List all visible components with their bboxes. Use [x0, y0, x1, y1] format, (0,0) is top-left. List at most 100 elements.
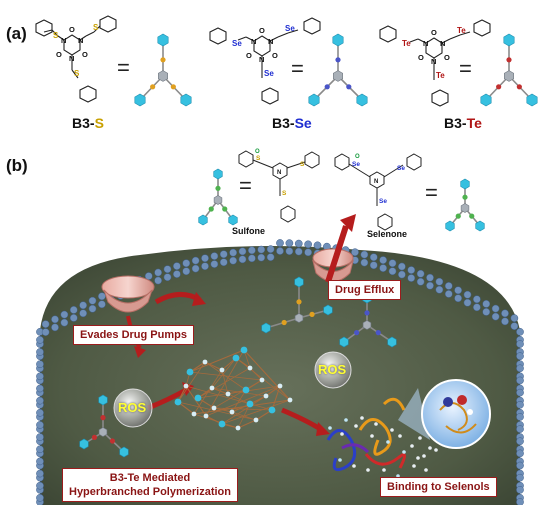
binding-dot	[418, 436, 422, 440]
b3-te-label-o1: O	[431, 28, 437, 37]
membrane-bead	[36, 396, 44, 405]
tripod-selenone-core	[460, 203, 470, 213]
polymer-node	[242, 386, 250, 394]
drug-efflux-arrow	[325, 225, 349, 283]
b3-s-atom-s2: S	[93, 23, 99, 32]
polymer-bond	[205, 349, 245, 417]
cell-interior	[40, 246, 520, 505]
membrane-bead	[398, 262, 406, 271]
binding-dot	[370, 434, 374, 438]
sulfone-atom-n: N	[277, 170, 281, 176]
tripod-cell-se-node	[364, 310, 370, 316]
b3-te-label-o2: O	[444, 53, 450, 62]
membrane-bead	[36, 469, 44, 478]
selenoprotein	[326, 397, 406, 472]
tripod-se-node	[335, 57, 341, 63]
membrane-bead	[426, 273, 434, 282]
membrane-bead	[88, 296, 97, 305]
equals-sign-sulfone: =	[239, 173, 252, 198]
membrane-bead	[285, 239, 294, 247]
b3-te-label-o3: O	[418, 53, 424, 62]
polymer-bond	[197, 385, 281, 399]
membrane-bead	[379, 256, 387, 264]
binding-dots	[328, 416, 438, 478]
membrane-bead	[516, 352, 524, 361]
polymer-bond	[189, 349, 245, 373]
membrane-bead	[516, 449, 524, 458]
membrane-bead	[36, 384, 44, 393]
ros-bubble-left	[113, 388, 153, 428]
binding-dot	[366, 468, 370, 472]
b3-s-element: S	[94, 115, 104, 131]
b3-te-atom-te1: Te	[402, 39, 411, 48]
binding-dot	[374, 422, 378, 426]
tripod-cell-te-core	[98, 427, 108, 437]
membrane-bead	[510, 314, 519, 322]
membrane-bead	[369, 253, 378, 262]
panel-a-structures: N N N O O O N N N O O O N N N O O O S S …	[35, 15, 538, 107]
membrane-bead	[36, 348, 44, 356]
tripod-cell-te-node	[100, 415, 106, 421]
polymer-bond	[227, 393, 251, 405]
tripod-te-node	[506, 57, 512, 63]
b3-s-label-o1: O	[69, 25, 75, 34]
membrane-bead	[257, 245, 266, 254]
membrane-bead	[60, 310, 69, 319]
b3-se-structure	[209, 17, 321, 105]
membrane-bead	[154, 276, 162, 285]
polymer-node	[211, 405, 217, 411]
b3-te-element: Te	[466, 115, 482, 131]
b3-s-label: B3-S	[72, 115, 104, 131]
membrane-bead	[210, 260, 219, 268]
callout-evades-pumps: Evades Drug Pumps	[73, 325, 194, 345]
polymer-node	[247, 365, 253, 371]
tripod-s-hexagon	[157, 33, 169, 47]
polymer-node	[191, 411, 197, 417]
membrane-bead	[88, 304, 97, 313]
equals-sign-se: =	[291, 56, 304, 81]
tripod-sulfone-hexagon	[213, 168, 223, 180]
membrane-bead	[191, 264, 200, 273]
tripod-cell-s-node	[309, 311, 315, 317]
b3-s-label-o3: O	[56, 50, 62, 59]
zoom-circle	[421, 379, 491, 449]
selenone-structure	[334, 153, 422, 231]
tripod-sulfone-node	[222, 206, 228, 212]
binding-dot	[410, 444, 414, 448]
b3-s-label-n2: N	[78, 36, 83, 45]
equals-sign-te: =	[459, 56, 472, 81]
tripod-selenone-node	[469, 213, 475, 219]
b3-se-atom-se1: Se	[232, 39, 242, 48]
membrane-bead	[473, 295, 481, 304]
sulfone-atom-s1: S	[256, 155, 261, 162]
ros-label-left: ROS	[118, 400, 147, 415]
polymer-bond	[204, 361, 247, 391]
membrane-bead	[229, 256, 237, 265]
tripod-se-core	[332, 70, 344, 82]
b3-te-label-n2: N	[440, 39, 445, 48]
membrane-bead	[191, 256, 200, 265]
selenone-atom-n: N	[374, 179, 378, 185]
polymer-bond	[243, 349, 291, 401]
membrane-bead	[313, 241, 322, 250]
tripod-cell-se-node	[375, 330, 381, 336]
membrane-bead	[444, 290, 453, 298]
membrane-bead	[41, 328, 50, 336]
tripod-cell-se-hexagon	[339, 336, 349, 348]
binding-dot	[390, 428, 394, 432]
tripod-cell-s-core	[294, 313, 304, 323]
tripod-te-core	[503, 70, 515, 82]
polymer-bond	[213, 379, 263, 409]
binding-dot	[434, 448, 438, 452]
b3-se-prefix: B3-	[272, 115, 295, 131]
polymer-node	[232, 354, 240, 362]
membrane-bead	[266, 253, 275, 261]
polymer-node	[229, 409, 235, 415]
membrane-bead	[257, 253, 266, 262]
membrane-bead	[201, 254, 209, 263]
membrane-bead	[369, 261, 378, 270]
tripod-te-node	[516, 84, 522, 90]
tripod-sulfone-node	[208, 206, 214, 212]
b3-se-label-o2: O	[272, 51, 278, 60]
polymer-node	[186, 368, 194, 376]
